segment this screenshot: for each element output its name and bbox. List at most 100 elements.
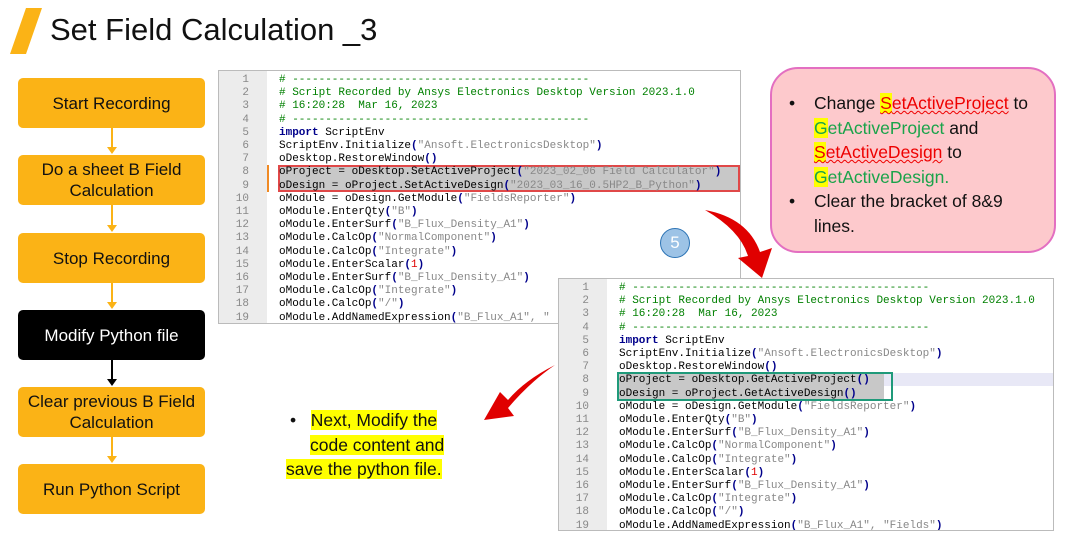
code-token: # Script Recorded by Ansys Electronics D…: [619, 295, 1035, 308]
code-line: ScriptEnv.Initialize("Ansoft.Electronics…: [279, 140, 602, 153]
code-token: oModule.AddNamedExpression: [279, 311, 451, 324]
code-token: "Integrate": [718, 493, 791, 506]
code-token: oModule.EnterScalar: [279, 258, 405, 271]
code-token: (: [731, 427, 738, 440]
code-token: ScriptEnv.Initialize: [619, 348, 752, 360]
code-token: "B_Flux_A1", "Fields": [797, 519, 936, 531]
code-token: ): [935, 348, 943, 360]
code-token: ): [790, 453, 798, 466]
code-token: "/": [718, 506, 738, 519]
code-token: (): [843, 387, 857, 400]
code-line: oDesktop.RestoreWindow(): [619, 361, 777, 374]
code-token: ): [757, 466, 765, 479]
step-number-badge: 5: [660, 228, 690, 258]
line-number: 2: [242, 87, 249, 100]
text: etActiveProject: [891, 93, 1009, 113]
code-line: oDesktop.RestoreWindow(): [279, 153, 437, 166]
line-number: 15: [235, 258, 249, 271]
code-token: oModule.EnterSurf: [279, 219, 392, 232]
flow-arrow: [107, 205, 117, 232]
code-token: "FieldsReporter": [803, 400, 910, 413]
text: etActiveDesign.: [827, 166, 950, 187]
red-arrow-down-right: [705, 210, 772, 278]
code-token: ): [523, 219, 530, 232]
code-token: (: [391, 272, 398, 284]
line-number: 11: [235, 206, 249, 218]
code-line: oDesign = oProject.GetActiveDesign(): [619, 388, 857, 401]
code-line: oModule.EnterQty("B"): [279, 206, 418, 219]
code-token: ScriptEnv.Initialize: [279, 140, 412, 152]
code-line: oDesign = oProject.SetActiveDesign("2023…: [279, 180, 702, 193]
original-script-editor[interactable]: 1 # -------------------------------------…: [218, 70, 741, 324]
code-line: # 16:20:28 Mar 16, 2023: [619, 308, 777, 321]
code-token: oModule.CalcOp: [279, 232, 372, 245]
step-start-recording: Start Recording: [18, 78, 205, 128]
line-number: 8: [582, 374, 589, 387]
selected-lines-highlight: [619, 373, 884, 400]
line-number: 7: [242, 153, 249, 166]
line-number: 4: [582, 321, 589, 334]
instruction-callout: Change SetActiveProject to GetActiveProj…: [770, 67, 1056, 253]
code-token: ): [450, 285, 458, 298]
code-token: oProject = oDesktop.GetActiveProject: [619, 374, 857, 387]
line-number: 5: [242, 126, 249, 139]
code-token: "B_Flux_Density_A1": [737, 480, 864, 492]
line-number: 9: [242, 179, 249, 192]
code-token: ): [737, 506, 745, 519]
code-token: "B_Flux_Density_A1": [397, 219, 524, 232]
title-accent-slash: [10, 8, 42, 54]
code-token: (): [856, 374, 870, 387]
code-token: (: [724, 414, 732, 426]
code-token: (: [744, 466, 752, 479]
code-token: oModule.EnterSurf: [279, 272, 392, 284]
line-number: 11: [575, 414, 589, 426]
code-token: # --------------------------------------…: [279, 74, 590, 86]
text: etActiveProject: [827, 117, 945, 138]
code-token: ): [450, 245, 458, 258]
code-token: ): [935, 519, 943, 531]
line-number: 5: [582, 334, 589, 347]
line-number: 17: [235, 285, 249, 298]
change-marker: [267, 165, 269, 192]
code-token: "NormalComponent": [378, 232, 491, 245]
code-token: ): [397, 298, 405, 311]
code-line: oModule.CalcOp("Integrate"): [619, 454, 797, 467]
line-number: 18: [235, 298, 249, 311]
code-token: oModule.CalcOp: [279, 298, 372, 311]
note-line: Next, Modify the: [310, 410, 438, 430]
code-line: oModule.EnterSurf("B_Flux_Density_A1"): [279, 219, 530, 232]
line-number: 4: [242, 113, 249, 126]
code-token: oModule.CalcOp: [279, 285, 372, 298]
step-run-python-script: Run Python Script: [18, 464, 205, 514]
code-token: # 16:20:28 Mar 16, 2023: [279, 100, 438, 113]
code-line: ScriptEnv.Initialize("Ansoft.Electronics…: [619, 348, 942, 361]
modified-script-editor[interactable]: 1# -------------------------------------…: [558, 278, 1054, 531]
line-number-gutter: [219, 71, 267, 323]
text: G: [814, 117, 828, 138]
line-number: 17: [575, 493, 589, 506]
text: Change: [814, 93, 881, 113]
line-number: 13: [575, 440, 589, 453]
code-line: oProject = oDesktop.SetActiveProject("20…: [279, 166, 721, 179]
code-token: oDesign = oProject.GetActiveDesign: [619, 387, 844, 400]
code-token: "2023_02_06 Field Calculator": [523, 166, 715, 179]
code-token: ): [569, 192, 577, 205]
code-token: oDesktop.RestoreWindow: [279, 153, 425, 166]
code-token: oModule = oDesign.GetModule: [619, 400, 798, 413]
text: G: [814, 166, 828, 187]
line-number: 1: [582, 282, 589, 294]
code-token: ScriptEnv: [658, 334, 725, 347]
code-token: (: [450, 311, 458, 324]
code-token: (: [711, 506, 719, 519]
line-number: 16: [575, 480, 589, 492]
code-token: "FieldsReporter": [463, 192, 570, 205]
code-line: oModule.EnterSurf("B_Flux_Density_A1"): [619, 480, 870, 493]
page-title: Set Field Calculation _3: [50, 12, 378, 47]
code-token: # 16:20:28 Mar 16, 2023: [619, 308, 778, 321]
code-line: # --------------------------------------…: [279, 114, 589, 127]
new-method-get-active-design: GetActiveDesign.: [814, 166, 950, 187]
code-line: oModule.CalcOp("Integrate"): [279, 246, 457, 259]
line-number: 13: [235, 232, 249, 245]
code-token: oModule.EnterQty: [619, 414, 725, 426]
code-line: oModule.CalcOp("/"): [619, 506, 744, 519]
